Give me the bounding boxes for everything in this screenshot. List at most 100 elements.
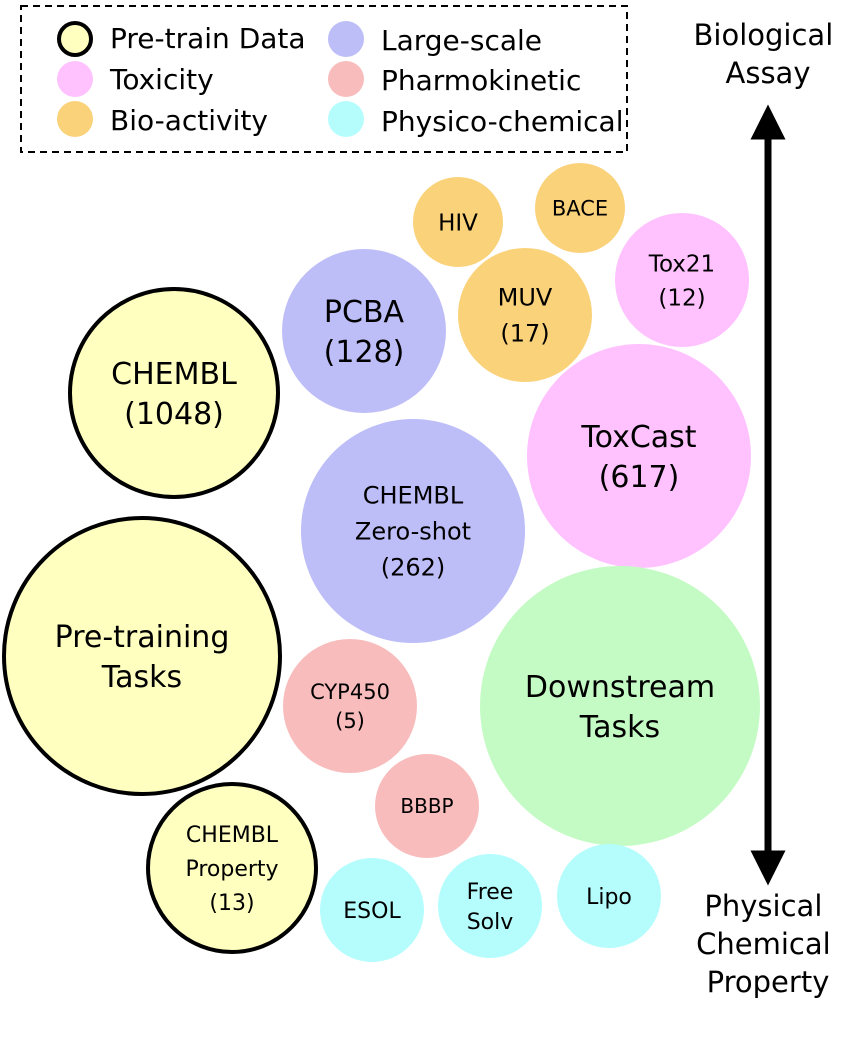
legend-item-bio: Bio-activity — [57, 101, 268, 137]
bubble-toxcast-line: ToxCast — [580, 420, 696, 455]
legend-item-pretrain: Pre-train Data — [57, 21, 306, 57]
bubble-hiv-circle — [413, 177, 503, 267]
bubble-cyp450-label: CYP450 (5) — [310, 680, 390, 733]
bubble-chembl-property: CHEMBL Property (13) — [146, 782, 318, 954]
bubble-cyp450-line: (5) — [335, 709, 365, 733]
bubble-tox21-circle — [615, 213, 749, 347]
bubble-esol-label: ESOL — [343, 899, 401, 924]
bubble-chembl-property-label: CHEMBL Property (13) — [185, 823, 278, 916]
bubble-lipo: Lipo — [557, 844, 661, 948]
legend-swatch-phys — [328, 101, 364, 137]
bubbles: HIV BACE Tox21 (12) PCBA (128) MUV (17) CHEMBL (1… — [2, 163, 760, 962]
legend-label-large: Large-scale — [381, 24, 542, 57]
bubble-chembl-property-line: Property — [185, 857, 278, 882]
bubble-esol: ESOL — [320, 858, 424, 962]
bubble-chembl-property-line: (13) — [209, 891, 254, 916]
bubble-downstream-tasks-line: Downstream — [525, 670, 715, 705]
bubble-toxcast-label: ToxCast (617) — [580, 420, 696, 495]
bubble-hiv-label: HIV — [438, 210, 478, 236]
bubble-chembl-zero-shot-circle — [301, 419, 525, 643]
bubble-chembl-circle — [68, 287, 280, 499]
bubble-muv: MUV (17) — [458, 248, 592, 382]
bubble-lipo-circle — [557, 844, 661, 948]
legend-label-phys: Physico-chemical — [381, 105, 623, 138]
bubble-cyp450-line: CYP450 — [310, 680, 390, 704]
bubble-bace-circle — [535, 163, 625, 253]
legend-swatch-tox — [57, 61, 93, 97]
bubble-bbbp: BBBP — [375, 754, 479, 858]
bubble-bbbp-label: BBBP — [400, 794, 453, 818]
bubble-tox21-line: (12) — [658, 285, 705, 311]
bubble-freesolv-line: Solv — [467, 910, 514, 935]
bubble-toxcast-line: (617) — [599, 460, 680, 495]
legend-label-tox: Toxicity — [109, 63, 214, 96]
bubble-pcba: PCBA (128) — [282, 249, 446, 413]
bubble-tox21-line: Tox21 — [648, 251, 715, 277]
legend-item-tox: Toxicity — [57, 61, 214, 97]
bubble-chembl-zero-shot: CHEMBL Zero-shot (262) — [301, 419, 525, 643]
bubble-hiv: HIV — [413, 177, 503, 267]
legend-frame — [20, 5, 628, 153]
bubble-pcba-line: PCBA — [324, 295, 405, 330]
legend-swatch-pretrain — [57, 21, 93, 57]
legend-label-pretrain: Pre-train Data — [110, 22, 306, 55]
axis: Biological Assay Physical Chemical Prope… — [694, 18, 843, 999]
bubble-chembl-label: CHEMBL (1048) — [111, 357, 237, 432]
bubble-bbbp-circle — [375, 754, 479, 858]
bubble-downstream-tasks-line: Tasks — [579, 710, 660, 745]
bubble-chembl-property-line: CHEMBL — [186, 823, 279, 848]
axis-bottom-label: Physical Chemical Property — [696, 889, 840, 999]
bubble-pretraining-tasks-circle — [2, 516, 282, 796]
bubble-bace-label: BACE — [552, 197, 608, 221]
bubble-pcba-line: (128) — [324, 335, 405, 370]
bubble-bace: BACE — [535, 163, 625, 253]
legend-item-phys: Physico-chemical — [328, 101, 623, 138]
bubble-pretraining-tasks-line: Pre-training — [55, 620, 230, 655]
legend-swatch-pk — [328, 61, 364, 97]
bubble-esol-line: ESOL — [343, 899, 401, 924]
bubble-tox21: Tox21 (12) — [615, 213, 749, 347]
bubble-toxcast: ToxCast (617) — [527, 344, 751, 568]
legend-item-large: Large-scale — [328, 21, 542, 57]
bubble-cyp450: CYP450 (5) — [283, 639, 417, 773]
bubble-chembl-zero-shot-label: CHEMBL Zero-shot (262) — [355, 482, 471, 582]
legend-label-pk: Pharmokinetic — [381, 64, 581, 97]
bubble-pretraining-tasks-line: Tasks — [101, 660, 182, 695]
bubble-bace-line: BACE — [552, 197, 608, 221]
legend-swatch-bio — [57, 101, 93, 137]
bubble-chembl-line: (1048) — [124, 397, 224, 432]
bubble-muv-line: (17) — [500, 320, 549, 348]
bubble-muv-circle — [458, 248, 592, 382]
bubble-tox21-label: Tox21 (12) — [648, 251, 715, 311]
bubble-cyp450-circle — [283, 639, 417, 773]
bubble-downstream-tasks-circle — [480, 566, 760, 846]
bubble-freesolv-line: Free — [467, 880, 514, 905]
bubble-freesolv-circle — [438, 854, 542, 958]
bubble-toxcast-circle — [527, 344, 751, 568]
legend-label-bio: Bio-activity — [110, 104, 268, 137]
bubble-chembl-property-circle — [146, 782, 318, 954]
bubble-chembl-zero-shot-line: CHEMBL — [363, 482, 464, 510]
bubble-chembl-zero-shot-line: (262) — [381, 554, 446, 582]
bubble-lipo-label: Lipo — [586, 885, 632, 910]
bubble-muv-line: MUV — [498, 284, 553, 312]
bubble-chembl-line: CHEMBL — [111, 357, 237, 392]
bubble-muv-label: MUV (17) — [498, 284, 553, 348]
bubble-pcba-circle — [282, 249, 446, 413]
bubble-chembl-zero-shot-line: Zero-shot — [355, 518, 471, 546]
bubble-pcba-label: PCBA (128) — [324, 295, 405, 370]
axis-top-label: Biological Assay — [694, 18, 843, 90]
bubble-hiv-line: HIV — [438, 210, 478, 236]
legend-item-pk: Pharmokinetic — [328, 61, 581, 97]
bubble-bbbp-line: BBBP — [400, 794, 453, 818]
bubble-esol-circle — [320, 858, 424, 962]
